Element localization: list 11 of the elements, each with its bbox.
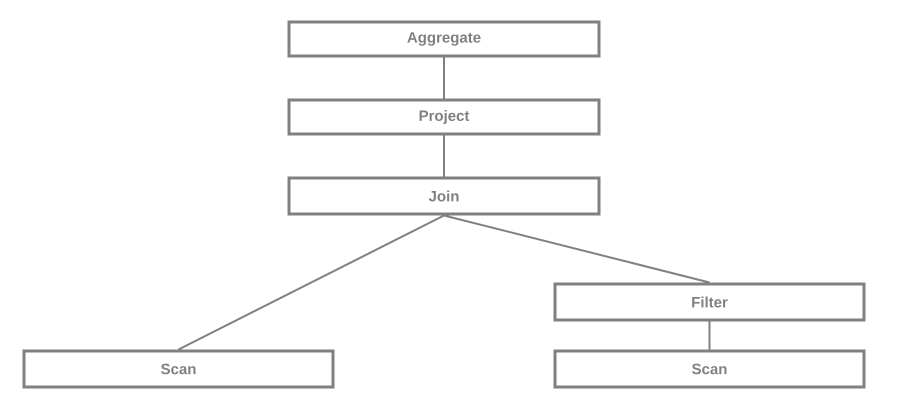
connector-line bbox=[178, 214, 444, 350]
process-box: Join bbox=[288, 176, 600, 216]
process-box: Filter bbox=[554, 282, 866, 322]
process-box: Project bbox=[288, 98, 600, 136]
process-box: Scan bbox=[22, 350, 334, 388]
connector-line bbox=[708, 322, 710, 350]
connector-line bbox=[443, 58, 445, 98]
connector-line bbox=[444, 214, 710, 284]
process-box: Aggregate bbox=[288, 20, 600, 58]
process-box: Scan bbox=[554, 350, 866, 388]
connector-line bbox=[443, 136, 445, 176]
